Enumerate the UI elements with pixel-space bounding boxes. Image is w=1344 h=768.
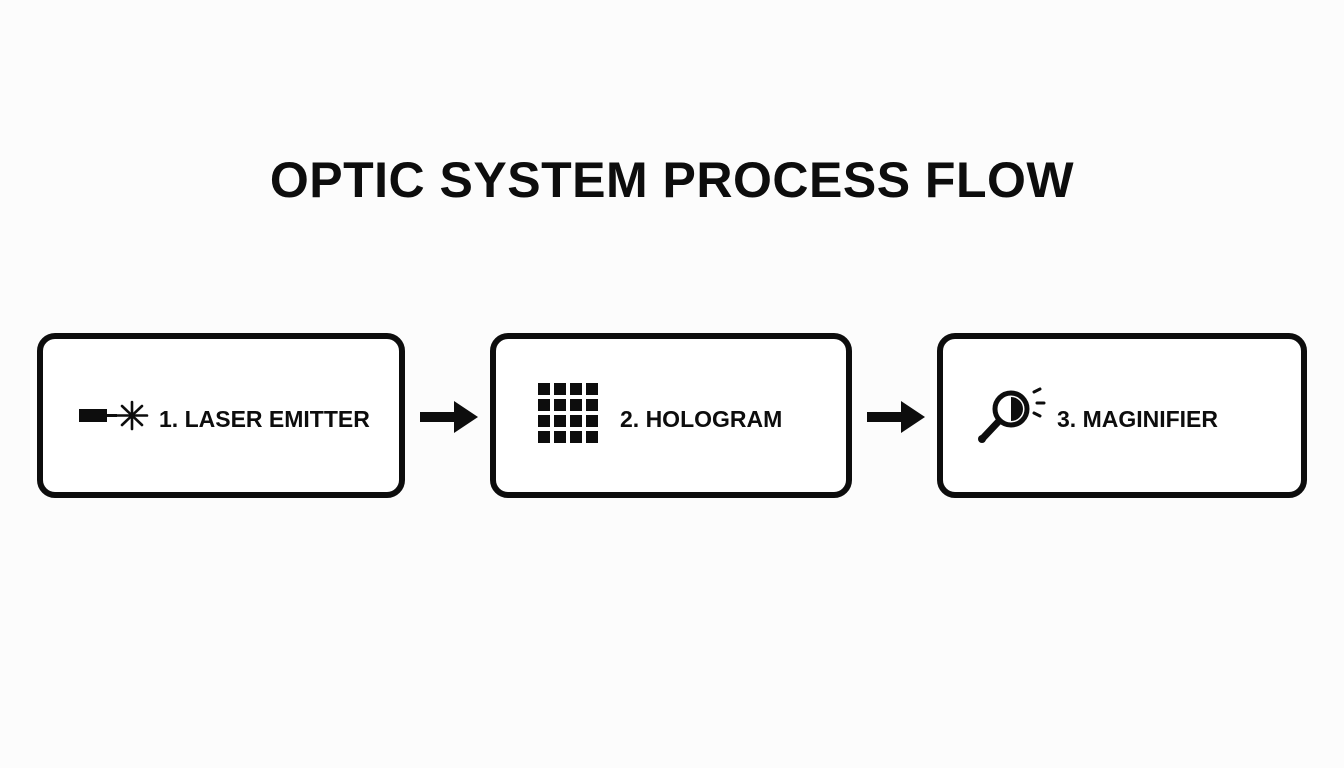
arrow-right-icon (867, 399, 927, 440)
hologram-grid-icon (536, 381, 606, 456)
step-box-hologram: 2. HOLOGRAM (490, 333, 852, 498)
step-box-magnifier: 3. MAGINIFIER (937, 333, 1307, 498)
step-box-laser-emitter: 1. LASER EMITTER (37, 333, 405, 498)
step-label-hologram: 2. HOLOGRAM (620, 406, 783, 432)
magnifier-icon (973, 383, 1053, 458)
laser-emitter-icon (75, 399, 151, 438)
step-label-laser-emitter: 1. LASER EMITTER (159, 406, 370, 432)
step-label-magnifier: 3. MAGINIFIER (1057, 406, 1219, 432)
arrow-right-icon (420, 399, 480, 440)
page-title: OPTIC SYSTEM PROCESS FLOW (269, 152, 1075, 208)
